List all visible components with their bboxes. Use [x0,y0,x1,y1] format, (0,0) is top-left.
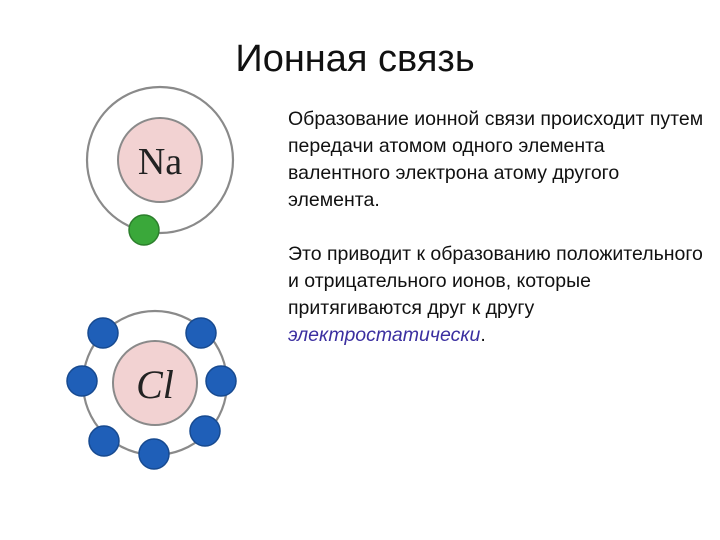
slide-title: Ионная связь [235,38,475,80]
paragraph-ion-attraction-text: Это приводит к образованию положительног… [288,243,703,319]
chlorine-symbol: Cl [136,362,174,407]
sodium-valence-electron [128,214,160,246]
paragraph-ionic-bond-formation: Образование ионной связи происходит путе… [288,108,704,211]
paragraph-ion-attraction: Это приводит к образованию положительног… [288,241,708,349]
chlorine-electron [189,415,221,447]
atom-diagrams: Na Cl [0,0,280,540]
paragraph-ion-attraction-end: . [480,324,486,346]
chlorine-electron [87,317,119,349]
chlorine-electron [138,438,170,470]
sodium-symbol: Na [138,141,182,183]
sodium-atom: Na [85,85,235,246]
sodium-outer-orbit [85,85,235,235]
chlorine-atom: Cl [66,309,237,470]
explanation-text: Образование ионной связи происходит путе… [288,106,708,349]
chlorine-nucleus [112,340,198,426]
chlorine-electron [185,317,217,349]
electrostatic-highlight: электростатически [288,324,481,346]
chlorine-electron [66,365,98,397]
chlorine-electron [205,365,237,397]
sodium-nucleus [117,117,203,203]
chlorine-electron [88,425,120,457]
